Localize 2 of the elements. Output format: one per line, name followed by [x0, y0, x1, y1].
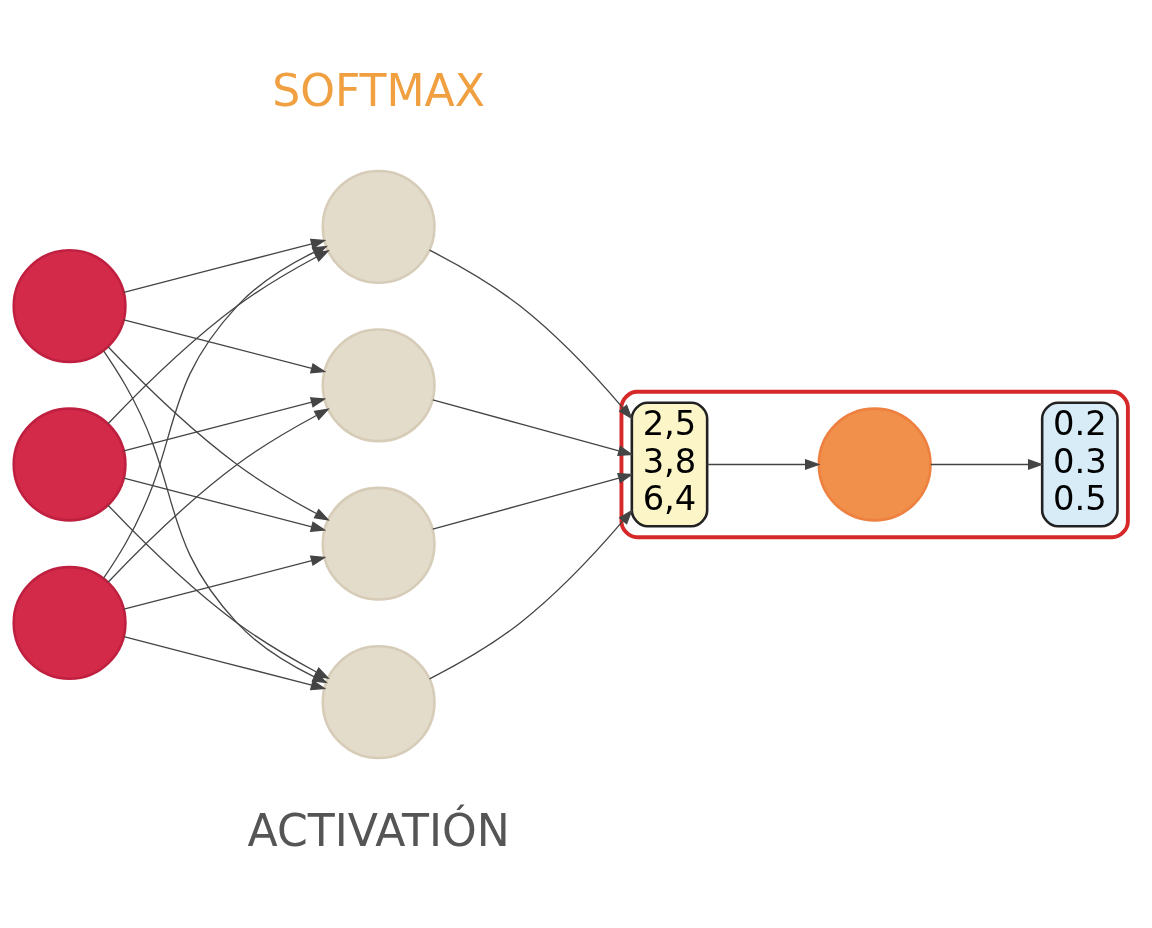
label: ACTIVATIÓN	[247, 804, 510, 856]
label: SOFTMAX	[272, 64, 486, 116]
